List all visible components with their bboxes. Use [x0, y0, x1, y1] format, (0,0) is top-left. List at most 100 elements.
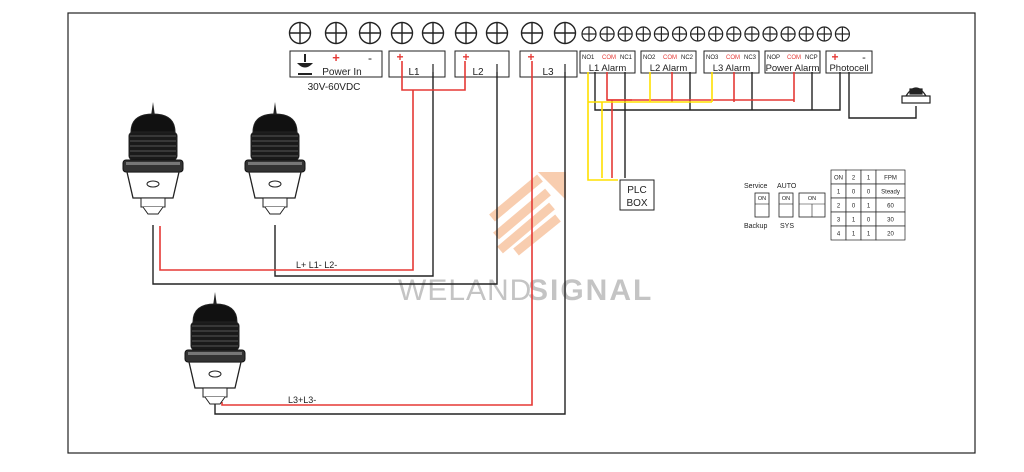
- obstruction-light-icon-3: [184, 292, 246, 405]
- photocell-label: Photocell: [829, 63, 868, 74]
- screw-terminal-icon: [798, 26, 814, 42]
- screw-terminal-icon: [390, 21, 414, 45]
- screw-terminal-icon: [485, 21, 509, 45]
- screw-terminal-icon: [689, 26, 706, 42]
- alarm-com-label: COM: [787, 55, 801, 61]
- power-minus-sign: -: [368, 51, 372, 65]
- fpm-dip-switch[interactable]: ON: [798, 192, 826, 218]
- wire-label-l1-l2: L+ L1- L2-: [296, 260, 337, 270]
- switch-panel: Service Backup AUTO SYS ON ON ON: [744, 183, 826, 230]
- alarm-block-3: NO3 COM NC3 L3 Alarm: [703, 50, 760, 74]
- fpm-switch-on: ON: [808, 196, 816, 202]
- watermark-signal: SIGNAL: [528, 274, 653, 307]
- alarm-title: L2 Alarm: [650, 63, 688, 74]
- photocell-sensor-icon: [901, 87, 931, 104]
- screw-terminal-icon: [288, 21, 312, 45]
- screw-terminal-icon: [816, 26, 832, 42]
- screw-terminal-icon: [653, 26, 670, 42]
- diagram-frame: [67, 12, 976, 454]
- main-terminal-row: [288, 21, 577, 45]
- fpm-cell: 4: [837, 232, 841, 238]
- screw-terminal-icon: [358, 21, 382, 45]
- alarm-no-label: NOP: [767, 55, 780, 61]
- screw-terminal-icon: [726, 26, 742, 42]
- black-wires: [152, 72, 917, 415]
- output-block-l3: + L3: [519, 50, 578, 78]
- fpm-cell: 60: [887, 204, 894, 210]
- wire-label-l3: L3+L3-: [288, 395, 316, 405]
- fpm-cell: Steady: [881, 190, 900, 196]
- fpm-cell: 1: [867, 232, 871, 238]
- fpm-cell: 0: [867, 218, 871, 224]
- fpm-cell: 0: [852, 204, 856, 210]
- screw-terminal-icon: [744, 26, 760, 42]
- alarm-com-label: COM: [726, 55, 740, 61]
- screw-terminal-icon: [617, 26, 633, 42]
- l2-label: L2: [472, 67, 484, 78]
- plc-box: PLC BOX: [619, 179, 655, 211]
- screw-terminal-icon: [454, 21, 478, 45]
- fpm-header-cell: 2: [852, 176, 856, 182]
- alarm-nc-label: NC3: [744, 55, 757, 61]
- screw-terminal-icon: [324, 21, 348, 45]
- screw-terminal-icon: [421, 21, 445, 45]
- ground-icon: [297, 54, 313, 75]
- alarm-com-label: COM: [663, 55, 677, 61]
- fpm-cell: 1: [837, 190, 841, 196]
- power-plus-sign: +: [332, 50, 340, 65]
- photocell-plus-sign: +: [831, 50, 838, 64]
- alarm-title: L3 Alarm: [713, 63, 751, 74]
- output-block-l1: + L1: [388, 50, 446, 78]
- power-voltage-label: 30V-60VDC: [308, 82, 361, 93]
- screw-terminal-icon: [780, 26, 796, 42]
- fpm-header-cell: FPM: [884, 176, 897, 182]
- l1-plus-sign: +: [396, 50, 403, 64]
- service-label: Service: [744, 183, 767, 190]
- backup-label: Backup: [744, 223, 767, 230]
- sys-label: SYS: [780, 223, 794, 230]
- photocell-minus-sign: -: [862, 52, 866, 64]
- fpm-cell: 1: [852, 218, 856, 224]
- fpm-header-cell: ON: [834, 176, 843, 182]
- yellow-wires: [587, 72, 713, 181]
- screw-terminal-icon: [581, 26, 597, 42]
- alarm-nc-label: NC1: [620, 55, 633, 61]
- plc-label-line1: PLC: [627, 185, 646, 196]
- screw-terminal-icon: [635, 26, 651, 42]
- fpm-cell: 0: [867, 190, 871, 196]
- weland-signal-logo: [489, 172, 566, 256]
- alarm-nc-label: NC2: [681, 55, 694, 61]
- l2-plus-sign: +: [462, 50, 469, 64]
- fpm-cell: 20: [887, 232, 894, 238]
- screw-terminal-icon: [599, 26, 615, 42]
- fpm-cell: 3: [837, 218, 841, 224]
- plc-label-line2: BOX: [626, 198, 647, 209]
- photocell-block: + - Photocell: [825, 50, 873, 74]
- l1-label: L1: [408, 67, 420, 78]
- power-in-label: Power In: [322, 67, 361, 78]
- l3-label: L3: [542, 67, 554, 78]
- red-wires: [159, 61, 795, 406]
- alarm-no-label: NO3: [706, 55, 719, 61]
- alarm-block-1: NO1 COM NC1 L1 Alarm: [579, 50, 636, 74]
- sys-switch[interactable]: ON: [778, 192, 794, 218]
- fpm-header-cell: 1: [867, 176, 871, 182]
- sys-switch-on: ON: [782, 196, 790, 202]
- alarm-com-label: COM: [602, 55, 616, 61]
- fpm-cell: 1: [867, 204, 871, 210]
- service-switch-on: ON: [758, 196, 766, 202]
- l3-plus-sign: +: [527, 50, 534, 64]
- fpm-cell: 2: [837, 204, 841, 210]
- alarm-no-label: NO1: [582, 55, 595, 61]
- watermark-weland: WELAND: [398, 274, 532, 307]
- fpm-cell: 0: [852, 190, 856, 196]
- screw-terminal-icon: [834, 26, 851, 42]
- alarm-title: L1 Alarm: [589, 63, 627, 74]
- alarm-terminal-row: [581, 26, 851, 42]
- service-switch[interactable]: ON: [754, 192, 770, 218]
- screw-terminal-icon: [553, 21, 577, 45]
